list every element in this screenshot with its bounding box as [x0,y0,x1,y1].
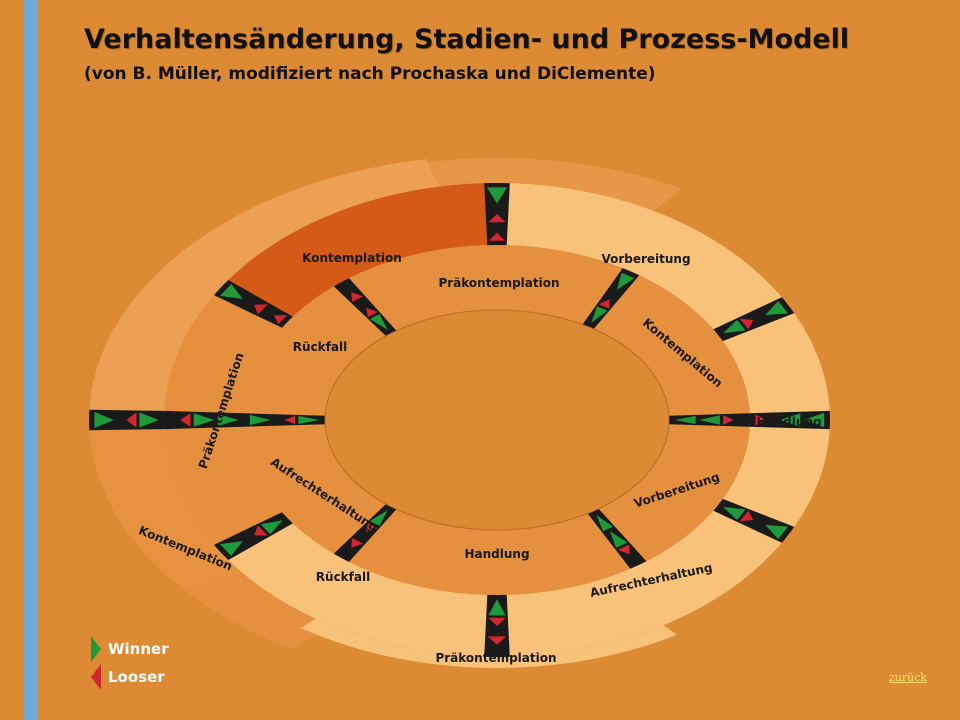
inner-ring-kontemplation [588,271,750,420]
winner-triangle-icon [674,416,696,424]
looser-triangle-icon [351,538,364,548]
looser-arrow-icon [91,664,101,690]
winner-triangle-icon [723,506,746,520]
inner-label-ruckfall: Rückfall [293,340,347,354]
back-link[interactable]: zurück [889,671,928,684]
looser-triangle-icon [366,307,378,317]
winner-triangle-icon [220,541,243,556]
outer-label-ruckfall: Rückfall [316,570,370,584]
winner-triangle-icon [488,599,506,616]
looser-triangle-icon [366,523,378,533]
legend-looser-label: Looser [108,668,165,686]
winner-triangle-icon [779,413,801,427]
winner-arrow-icon [91,636,101,662]
winner-triangle-icon [486,187,508,204]
winner-triangle-icon [139,412,159,428]
legend: Winner Looser [91,636,169,690]
slide-title: Verhaltensänderung, Stadien- und Prozess… [84,24,850,55]
winner-triangle-icon [765,525,789,539]
inner-label-prakontemplation: Präkontemplation [438,276,559,290]
looser-triangle-icon [489,232,505,241]
middle-ring-ruckfall [220,517,497,657]
inner-ring-prakontemplation [341,245,632,334]
stage-transition-separators [89,183,830,657]
winner-triangle-icon [591,306,608,323]
outer-band-kontemplation-left [89,420,331,650]
legend-winner-label: Winner [108,640,169,658]
winner-triangle-icon [609,531,628,548]
winner-triangle-icon [803,412,825,428]
winner-triangle-icon [298,416,320,424]
faded-spiral-band-left [89,159,440,591]
winner-triangle-icon [723,320,746,334]
winner-triangle-icon [616,272,635,290]
looser-triangle-icon [723,415,734,425]
outer-label-prakontemplation-bottom: Präkontemplation [435,651,556,665]
inner-ring-handlung [341,506,639,595]
looser-triangle-icon [488,617,506,626]
inner-ring-vorbereitung [593,420,750,566]
outer-label-kontemplation-top: Kontemplation [302,251,402,265]
winner-triangle-icon [369,314,388,330]
looser-triangle-icon [487,636,507,645]
looser-triangle-icon [488,214,506,223]
looser-triangle-icon [351,292,364,302]
winner-triangle-icon [94,411,114,429]
slide-subtitle: (von B. Müller, modifiziert nach Prochas… [84,64,656,84]
winner-triangle-icon [596,515,614,532]
center-hole [324,309,670,531]
middle-ring-aufrechterhaltung [497,504,789,657]
inner-ring-aufrechterhaltung [244,420,392,558]
looser-triangle-icon [617,544,630,555]
winner-triangle-icon [699,415,720,425]
faded-spiral-band-top [428,158,683,211]
outer-band-prakontemplation-bottom [300,618,677,668]
looser-triangle-icon [126,412,137,428]
center-hole-ellipse [324,309,670,531]
looser-triangle-icon [598,299,610,309]
winner-triangle-icon [193,413,215,427]
outer-label-vorbereitung: Vorbereitung [601,252,690,266]
looser-triangle-icon [254,525,268,536]
looser-triangle-icon [739,318,754,330]
left-accent-bar [24,0,38,720]
middle-ring-kontemplation [220,183,497,323]
looser-triangle-icon [254,304,268,315]
middle-ring-vorbereitung [497,183,789,336]
winner-triangle-icon [249,414,271,426]
looser-triangle-icon [284,415,296,425]
winner-triangle-icon [765,301,789,315]
winner-triangle-icon [260,520,283,535]
inner-ring-ruckfall [244,282,392,420]
winner-triangle-icon [220,284,243,299]
inner-label-handlung: Handlung [464,547,529,561]
winner-triangle-icon [217,414,239,426]
winner-triangle-icon [369,510,388,526]
looser-triangle-icon [180,413,191,427]
looser-triangle-icon [739,510,754,522]
outer-label-handlung: Handlung [756,415,821,429]
looser-triangle-icon [755,414,766,426]
looser-triangle-icon [274,315,288,325]
